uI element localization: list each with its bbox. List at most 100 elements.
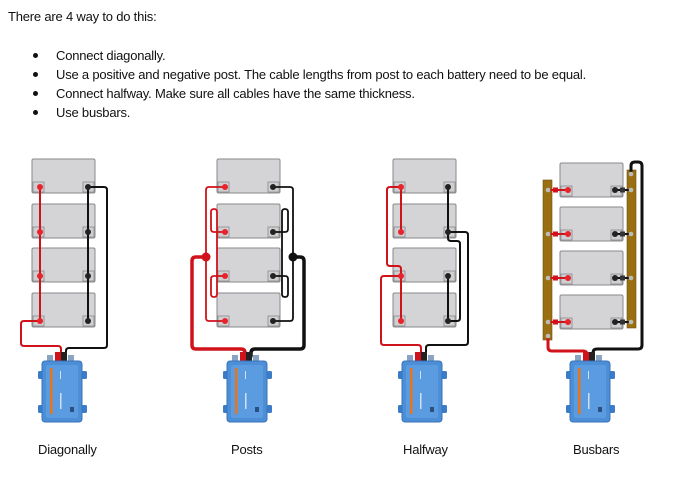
- busbar-bolt-icon: [545, 275, 551, 281]
- inverter-stripe: [235, 368, 238, 414]
- positive-post-icon: [201, 252, 211, 262]
- inverter-display: [70, 407, 74, 412]
- mounting-lug: [267, 405, 272, 413]
- positive-terminal-icon: [398, 318, 404, 324]
- negative-lug: [620, 231, 625, 237]
- bullet-icon: [33, 110, 38, 115]
- battery: [392, 158, 457, 194]
- inverter-text-mark: [588, 371, 589, 379]
- positive-terminal-icon: [37, 318, 43, 324]
- negative-post-icon: [288, 252, 298, 262]
- list-item: Use busbars.: [30, 103, 586, 122]
- inverter-text-mark: [245, 371, 246, 379]
- caption-diagonally: Diagonally: [38, 442, 97, 457]
- inverter-negative-terminal: [246, 352, 252, 361]
- inverter-negative-terminal: [421, 352, 427, 361]
- inverter-display: [430, 407, 434, 412]
- battery: [392, 203, 457, 239]
- negative-main-cable: [591, 160, 644, 359]
- busbar-bolt-icon: [545, 333, 551, 339]
- caption-halfway: Halfway: [403, 442, 448, 457]
- positive-terminal-icon: [398, 184, 404, 190]
- positive-terminal-icon: [398, 273, 404, 279]
- positive-post-cable: [210, 208, 226, 298]
- inverter-positive-terminal: [240, 352, 246, 361]
- bullet-icon: [33, 72, 38, 77]
- battery: [31, 158, 96, 194]
- negative-terminal-icon: [445, 318, 451, 324]
- negative-terminal-icon: [612, 231, 618, 237]
- busbar-bolt-icon: [628, 171, 634, 177]
- battery: [559, 294, 624, 330]
- inverter-display: [598, 407, 602, 412]
- diagram-posts: [190, 158, 306, 423]
- inverter-port: [596, 355, 602, 361]
- negative-cable-to-inverter: [425, 231, 469, 357]
- positive-terminal-icon: [565, 319, 571, 325]
- battery: [216, 292, 281, 328]
- methods-list: Connect diagonally. Use a positive and n…: [30, 46, 586, 122]
- battery: [31, 292, 96, 328]
- list-item: Connect diagonally.: [30, 46, 586, 65]
- inverter-stripe: [50, 368, 53, 414]
- positive-busbar: [542, 179, 553, 341]
- negative-terminal-icon: [445, 184, 451, 190]
- mounting-lug: [442, 371, 447, 379]
- mounting-lug: [610, 405, 615, 413]
- list-item: Use a positive and negative post. The ca…: [30, 65, 586, 84]
- positive-terminal-icon: [222, 273, 228, 279]
- negative-terminal-icon: [612, 187, 618, 193]
- positive-terminal-icon: [37, 273, 43, 279]
- negative-link-cable: [447, 231, 461, 322]
- busbar-bolt-icon: [545, 187, 551, 193]
- positive-lug: [553, 187, 558, 193]
- list-item: Connect halfway. Make sure all cables ha…: [30, 84, 586, 103]
- negative-post-cable: [272, 208, 289, 298]
- diagram-halfway: [380, 158, 469, 423]
- inverter-panel: [46, 365, 78, 418]
- inverter-panel: [231, 365, 263, 418]
- intro-text: There are 4 way to do this:: [8, 9, 157, 24]
- positive-lug: [553, 231, 558, 237]
- diagram-busbars: [542, 160, 644, 423]
- positive-terminal-icon: [37, 184, 43, 190]
- negative-busbar: [626, 169, 637, 329]
- positive-lug: [553, 319, 558, 325]
- busbar-bolt-icon: [628, 275, 634, 281]
- negative-terminal-icon: [270, 229, 276, 235]
- inverter-port: [232, 355, 238, 361]
- mounting-lug: [82, 371, 87, 379]
- inverter-positive-terminal: [583, 352, 589, 361]
- inverter-panel: [406, 365, 438, 418]
- caption-posts: Posts: [231, 442, 263, 457]
- busbar-bolt-icon: [628, 319, 634, 325]
- inverter-stripe: [410, 368, 413, 414]
- bullet-icon: [33, 91, 38, 96]
- inverter-text-mark: [420, 393, 422, 409]
- negative-main-cable: [249, 255, 306, 358]
- positive-terminal-icon: [222, 318, 228, 324]
- mounting-lug: [610, 371, 615, 379]
- positive-main-cable: [546, 334, 589, 359]
- negative-terminal-icon: [445, 273, 451, 279]
- mounting-lug: [267, 371, 272, 379]
- inverter-negative-terminal: [61, 352, 67, 361]
- battery: [31, 247, 96, 283]
- busbar-bolt-icon: [628, 187, 634, 193]
- negative-terminal-icon: [85, 318, 91, 324]
- negative-lug: [620, 187, 625, 193]
- busbar-bolt-icon: [545, 231, 551, 237]
- inverter-negative-terminal: [589, 352, 595, 361]
- negative-terminal-icon: [270, 273, 276, 279]
- inverter-positive-terminal: [55, 352, 61, 361]
- negative-terminal-icon: [270, 318, 276, 324]
- busbar-bolt-icon: [545, 319, 551, 325]
- mounting-lug: [82, 405, 87, 413]
- positive-terminal-icon: [565, 187, 571, 193]
- positive-cable-to-inverter: [20, 320, 62, 357]
- bullet-icon: [33, 53, 38, 58]
- positive-terminal-icon: [37, 229, 43, 235]
- inverter-text-mark: [420, 371, 421, 379]
- negative-lug: [620, 275, 625, 281]
